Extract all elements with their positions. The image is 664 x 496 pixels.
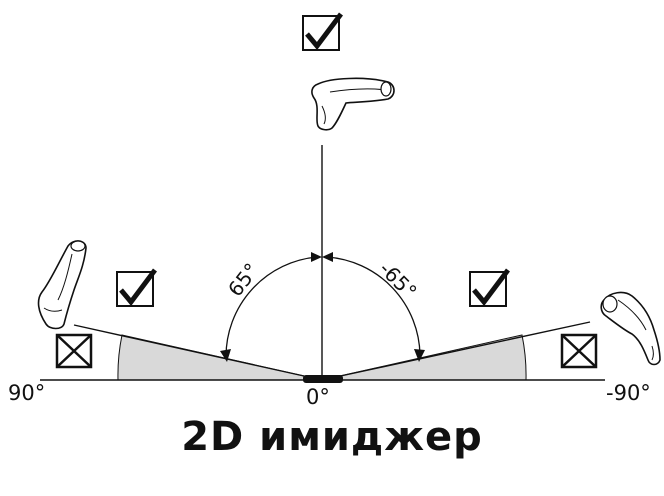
left-arc-arrowhead-bottom	[220, 349, 231, 362]
right-angle-arc	[326, 256, 421, 356]
left-arc-arrowhead-top	[311, 252, 322, 262]
checkbox-checked-icon	[469, 268, 510, 307]
right-arc-arrowhead-top	[322, 252, 333, 262]
scan-origin-bar	[303, 375, 343, 383]
left-angle-arc	[225, 256, 318, 358]
checkbox-crossed-icon	[55, 333, 93, 369]
right-angle-label: -65°	[374, 257, 421, 304]
checkbox-crossed-icon	[560, 333, 598, 369]
right-arc-arrowhead-bottom	[414, 349, 425, 362]
barcode-scanner-icon	[311, 77, 395, 131]
right-limit-line	[321, 321, 591, 381]
barcode-scanner-icon	[600, 291, 661, 366]
center-degree-label: 0°	[306, 385, 330, 409]
diagram-caption: 2D имиджер	[181, 414, 483, 460]
barcode-scanner-icon	[37, 240, 87, 330]
left-degree-label: 90°	[8, 381, 45, 405]
checkbox-checked-icon	[302, 12, 343, 51]
left-angle-label: 65°	[223, 258, 264, 301]
checkbox-checked-icon	[116, 268, 157, 307]
left-limit-line	[73, 324, 323, 381]
right-degree-label: -90°	[606, 381, 651, 405]
